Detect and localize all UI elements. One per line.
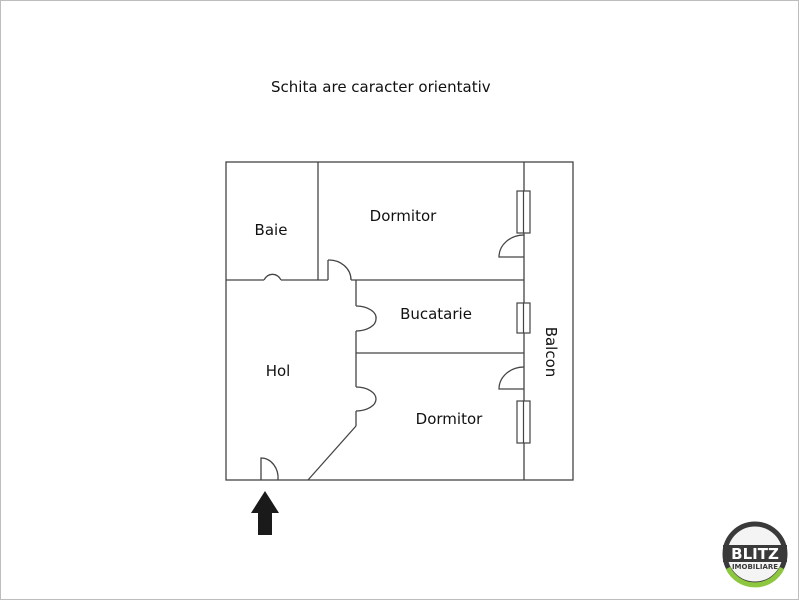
entrance-arrow-icon xyxy=(251,491,279,535)
logo-brand: BLITZ xyxy=(731,545,779,563)
logo-sub: IMOBILIARE xyxy=(732,563,778,571)
label-dormitor-bottom: Dormitor xyxy=(416,410,483,428)
logo-ring-green xyxy=(725,566,785,588)
logo-mark: BLITZ IMOBILIARE xyxy=(722,521,788,588)
plan-caption: Schita are caracter orientativ xyxy=(271,78,491,96)
door-bucatarie xyxy=(355,305,377,332)
door-balcon-bottom xyxy=(498,366,525,390)
label-baie: Baie xyxy=(255,221,288,239)
label-balcon: Balcon xyxy=(542,327,560,378)
blitz-logo: BLITZ IMOBILIARE xyxy=(719,518,791,590)
label-hol: Hol xyxy=(266,362,291,380)
label-dormitor-top: Dormitor xyxy=(370,207,437,225)
door-entrance xyxy=(260,457,279,481)
door-hol-top xyxy=(327,259,352,281)
door-baie xyxy=(263,273,282,281)
door-dormitor-bottom xyxy=(355,386,377,412)
door-balcon-top xyxy=(498,234,525,258)
outer-wall xyxy=(225,161,574,481)
label-bucatarie: Bucatarie xyxy=(400,305,472,323)
windows xyxy=(516,190,531,444)
